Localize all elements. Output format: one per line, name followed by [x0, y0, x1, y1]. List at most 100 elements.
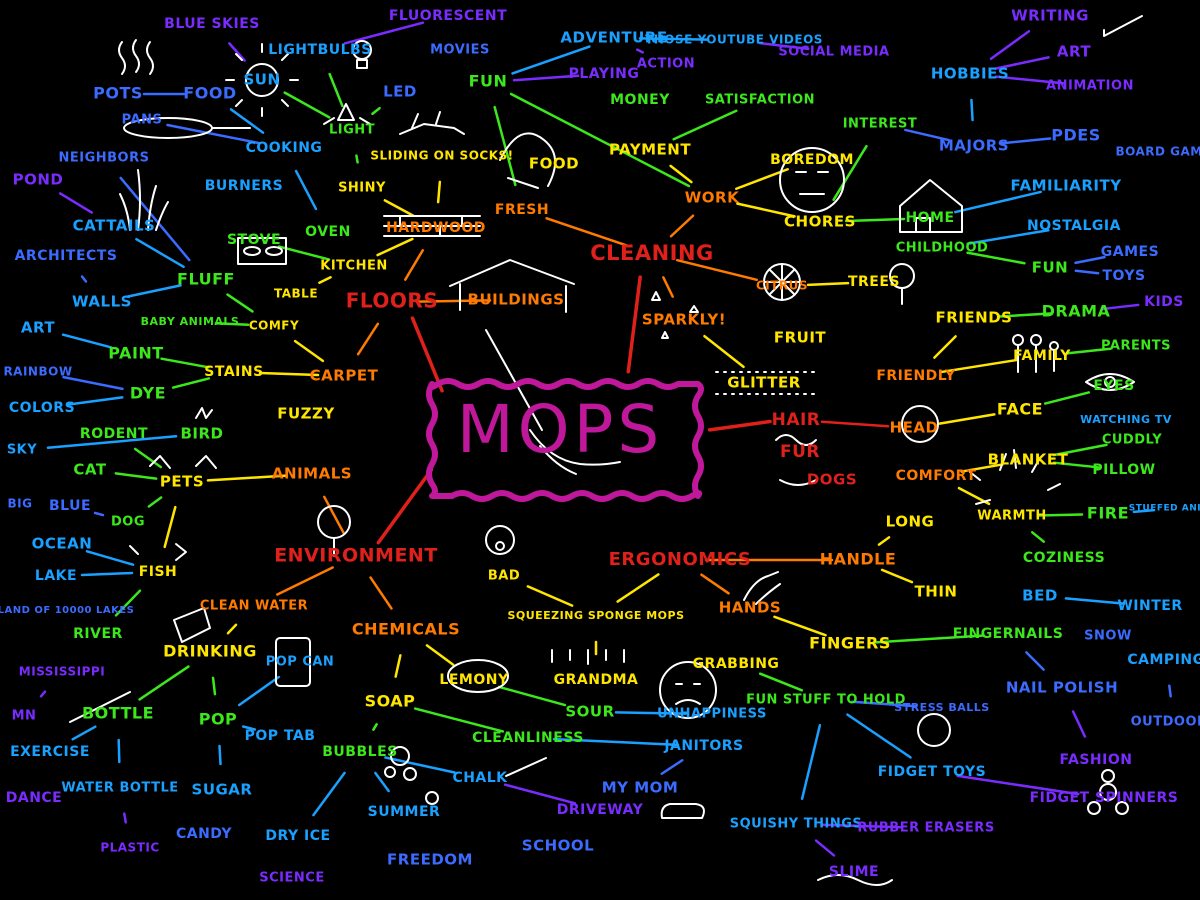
connector-cattails-pond	[58, 192, 94, 214]
connector-environment-chemicals	[369, 576, 393, 610]
topic-coziness: COZINESS	[1023, 550, 1105, 566]
topic-hair: HAIR	[772, 410, 821, 430]
topic-food1: FOOD	[183, 84, 236, 103]
connector-hobbies-art2	[994, 56, 1050, 70]
topic-blanket: BLANKET	[988, 451, 1069, 469]
connector-fresh-fun1	[493, 105, 517, 187]
topic-watchingtv: WATCHING TV	[1080, 413, 1172, 426]
topic-money: MONEY	[610, 92, 670, 108]
connector-fun2-toys	[1074, 269, 1100, 275]
bubbles-icon	[384, 746, 417, 781]
topic-adventure: ADVENTURE	[560, 29, 667, 47]
connector-soap-cleanliness	[413, 707, 505, 733]
connector-comfort-blanket	[960, 463, 1004, 473]
connector-fish-river	[114, 589, 142, 617]
topic-face: FACE	[997, 400, 1043, 419]
connector-chalk-driveway	[503, 783, 577, 805]
connector-ergonomics-squeezing	[616, 573, 660, 603]
topic-dogs: DOGS	[807, 471, 857, 489]
topic-pets: PETS	[160, 473, 204, 491]
connector-hardwood-sliding	[436, 180, 442, 204]
topic-architects: ARCHITECTS	[15, 248, 118, 264]
topic-fish: FISH	[139, 564, 178, 580]
connector-dye-colors	[66, 396, 124, 406]
connector-fish-lake	[80, 571, 134, 577]
connector-floors-buildings	[416, 299, 492, 303]
lemon-icon	[447, 659, 509, 693]
topic-mn: MN	[12, 709, 37, 724]
topic-home: HOME	[905, 210, 954, 226]
connector-family-parents	[1066, 347, 1112, 355]
connector-cooking-food1	[229, 108, 265, 134]
cup-icon	[173, 607, 211, 643]
connector-childhood-fun2	[966, 251, 1026, 265]
topic-mymom: MY MOM	[602, 779, 679, 797]
connector-center-floors	[410, 316, 444, 393]
connector-sparkly-glitter	[703, 334, 745, 369]
connector-fluff-cattails	[135, 237, 185, 269]
connector-kitchen-table	[318, 276, 332, 284]
connector-fish-ocean	[85, 550, 135, 566]
fire-sparks-icon	[969, 449, 1061, 505]
connector-chemicals-soap	[394, 654, 402, 678]
socks-icon	[399, 111, 465, 135]
topic-cooking: COOKING	[246, 140, 323, 156]
connector-funstuff-fidgettoys	[846, 713, 912, 759]
topic-comfort: COMFORT	[896, 468, 977, 484]
topic-chemicals: CHEMICALS	[352, 620, 460, 639]
topic-fuzzy: FUZZY	[277, 405, 335, 423]
topic-ocean: OCEAN	[32, 535, 93, 553]
connector-fluff-neighbors	[119, 176, 191, 262]
topic-pdes: PDES	[1051, 126, 1100, 145]
connector-comfy-fluff	[226, 293, 254, 313]
topic-movies: MOVIES	[430, 43, 490, 58]
connector-payment-satisfaction	[672, 109, 738, 141]
connector-bubbles-dryice	[312, 771, 346, 817]
topic-glitter: GLITTER	[727, 374, 801, 392]
topic-stains: STAINS	[204, 364, 263, 380]
connector-dog-blue	[93, 511, 105, 517]
connector-youtube-socialmedia	[758, 41, 810, 51]
topic-environment: ENVIRONMENT	[274, 545, 438, 567]
topic-family: FAMILY	[1013, 348, 1071, 364]
connector-camping-outdoors	[1168, 684, 1172, 698]
topic-pots: POTS	[93, 84, 143, 103]
connector-carpet-comfy	[293, 339, 325, 363]
connector-oven-cooking	[294, 169, 318, 211]
connector-handle-long	[877, 536, 891, 546]
topic-fashion: FASHION	[1060, 752, 1133, 768]
connector-animals-pets	[206, 474, 288, 482]
small-sun-icon	[425, 791, 439, 805]
topic-nostalgia: NOSTALGIA	[1027, 218, 1121, 234]
connector-cleaning-fresh	[545, 217, 629, 247]
topic-fun1: FUN	[469, 72, 508, 91]
topic-bottle: BOTTLE	[82, 704, 154, 723]
connector-carpet-stains	[258, 371, 320, 377]
topic-fluff: FLUFF	[177, 270, 235, 289]
connector-home-familiarity	[954, 190, 1042, 214]
connector-shiny-light	[355, 154, 359, 164]
topic-toys: TOYS	[1102, 268, 1145, 284]
topic-hobbies: HOBBIES	[931, 65, 1009, 83]
connector-hobbies-animation	[994, 75, 1066, 85]
topic-interest: INTEREST	[843, 117, 918, 132]
connector-nailpolish-fashion	[1071, 710, 1087, 738]
connector-work-boredom	[735, 167, 789, 191]
topic-stressballs: STRESS BALLS	[894, 701, 989, 714]
connector-friends-drama	[998, 312, 1052, 318]
topic-soap: SOAP	[365, 692, 416, 711]
connector-grabbing-funstuff	[758, 672, 804, 692]
connector-funstuff-stressballs	[850, 700, 918, 708]
connector-light-led	[371, 106, 381, 116]
lamp-light-icon	[323, 103, 371, 125]
connector-floors-hardwood	[404, 249, 424, 281]
chalk-icon	[505, 757, 547, 777]
mop-handle-icon	[485, 329, 621, 475]
head-profile-icon	[901, 405, 939, 443]
topic-rainbow: RAINBOW	[3, 365, 72, 379]
bucket-icon	[499, 132, 556, 189]
connector-center-hair	[707, 419, 772, 432]
topic-stuffedanimals: STUFFED ANIMALS	[1129, 504, 1200, 514]
topic-dance: DANCE	[6, 790, 63, 806]
topic-oven: OVEN	[305, 224, 351, 240]
